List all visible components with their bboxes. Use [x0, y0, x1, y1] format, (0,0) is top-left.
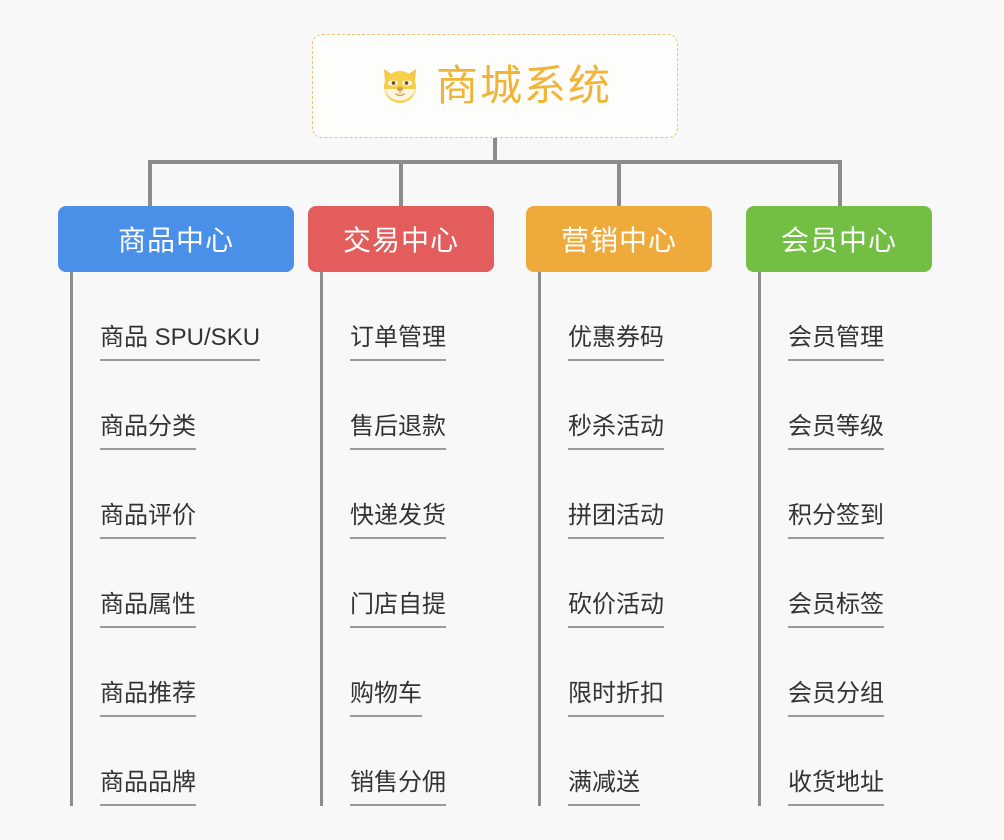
leaf-label: 会员管理 — [788, 324, 884, 361]
list-item[interactable]: 会员等级 — [746, 361, 932, 450]
leaf-label: 砍价活动 — [568, 591, 664, 628]
list-item[interactable]: 限时折扣 — [526, 628, 712, 717]
list-item[interactable]: 会员标签 — [746, 539, 932, 628]
list-item[interactable]: 优惠券码 — [526, 272, 712, 361]
leaf-label: 快递发货 — [350, 502, 446, 539]
branch-column-marketing: 营销中心 优惠券码 秒杀活动 拼团活动 砍价活动 限时折扣 满减送 — [526, 206, 712, 806]
connector-drop-1 — [148, 160, 152, 208]
leaf-label: 拼团活动 — [568, 502, 664, 539]
list-item[interactable]: 砍价活动 — [526, 539, 712, 628]
leaf-label: 商品属性 — [100, 591, 196, 628]
list-item[interactable]: 秒杀活动 — [526, 361, 712, 450]
branch-column-member: 会员中心 会员管理 会员等级 积分签到 会员标签 会员分组 收货地址 — [746, 206, 932, 806]
branch-column-trade: 交易中心 订单管理 售后退款 快递发货 门店自提 购物车 销售分佣 — [308, 206, 494, 806]
leaf-label: 秒杀活动 — [568, 413, 664, 450]
branch-trunk-member — [758, 272, 761, 806]
leaf-label: 售后退款 — [350, 413, 446, 450]
root-node[interactable]: 商城系统 — [312, 34, 678, 138]
leaf-label: 会员标签 — [788, 591, 884, 628]
list-item[interactable]: 商品 SPU/SKU — [58, 272, 294, 361]
connector-drop-4 — [838, 160, 842, 208]
connector-drop-3 — [617, 160, 621, 208]
leaf-label: 积分签到 — [788, 502, 884, 539]
leaf-label: 收货地址 — [788, 769, 884, 806]
list-item[interactable]: 销售分佣 — [308, 717, 494, 806]
leaf-label: 商品推荐 — [100, 680, 196, 717]
branch-trunk-product — [70, 272, 73, 806]
branch-header-trade[interactable]: 交易中心 — [308, 206, 494, 272]
leaf-label: 满减送 — [568, 769, 640, 806]
branch-header-marketing[interactable]: 营销中心 — [526, 206, 712, 272]
leaf-list-product: 商品 SPU/SKU 商品分类 商品评价 商品属性 商品推荐 商品品牌 — [58, 272, 294, 806]
leaf-label: 优惠券码 — [568, 324, 664, 361]
leaf-list-trade: 订单管理 售后退款 快递发货 门店自提 购物车 销售分佣 — [308, 272, 494, 806]
dog-face-icon — [378, 64, 422, 108]
leaf-label: 商品品牌 — [100, 769, 196, 806]
list-item[interactable]: 商品评价 — [58, 450, 294, 539]
list-item[interactable]: 会员分组 — [746, 628, 932, 717]
leaf-list-marketing: 优惠券码 秒杀活动 拼团活动 砍价活动 限时折扣 满减送 — [526, 272, 712, 806]
list-item[interactable]: 会员管理 — [746, 272, 932, 361]
connector-drop-2 — [399, 160, 403, 208]
list-item[interactable]: 商品分类 — [58, 361, 294, 450]
list-item[interactable]: 购物车 — [308, 628, 494, 717]
leaf-label: 订单管理 — [350, 324, 446, 361]
branch-header-product[interactable]: 商品中心 — [58, 206, 294, 272]
list-item[interactable]: 商品推荐 — [58, 628, 294, 717]
list-item[interactable]: 积分签到 — [746, 450, 932, 539]
list-item[interactable]: 商品属性 — [58, 539, 294, 628]
connector-root-stem — [493, 138, 497, 162]
branch-trunk-trade — [320, 272, 323, 806]
list-item[interactable]: 收货地址 — [746, 717, 932, 806]
leaf-label: 限时折扣 — [568, 680, 664, 717]
leaf-label: 购物车 — [350, 680, 422, 717]
root-title: 商城系统 — [435, 62, 612, 109]
leaf-label: 会员分组 — [788, 680, 884, 717]
branch-column-product: 商品中心 商品 SPU/SKU 商品分类 商品评价 商品属性 商品推荐 商品品牌 — [58, 206, 294, 806]
list-item[interactable]: 快递发货 — [308, 450, 494, 539]
list-item[interactable]: 售后退款 — [308, 361, 494, 450]
branch-trunk-marketing — [538, 272, 541, 806]
leaf-list-member: 会员管理 会员等级 积分签到 会员标签 会员分组 收货地址 — [746, 272, 932, 806]
leaf-label: 商品评价 — [100, 502, 196, 539]
leaf-label: 门店自提 — [350, 591, 446, 628]
leaf-label: 会员等级 — [788, 413, 884, 450]
leaf-label: 商品 SPU/SKU — [100, 324, 261, 361]
list-item[interactable]: 满减送 — [526, 717, 712, 806]
leaf-label: 销售分佣 — [350, 769, 446, 806]
leaf-label: 商品分类 — [100, 413, 196, 450]
list-item[interactable]: 商品品牌 — [58, 717, 294, 806]
connector-horizontal-bus — [148, 160, 842, 164]
branch-header-member[interactable]: 会员中心 — [746, 206, 932, 272]
list-item[interactable]: 订单管理 — [308, 272, 494, 361]
list-item[interactable]: 拼团活动 — [526, 450, 712, 539]
list-item[interactable]: 门店自提 — [308, 539, 494, 628]
